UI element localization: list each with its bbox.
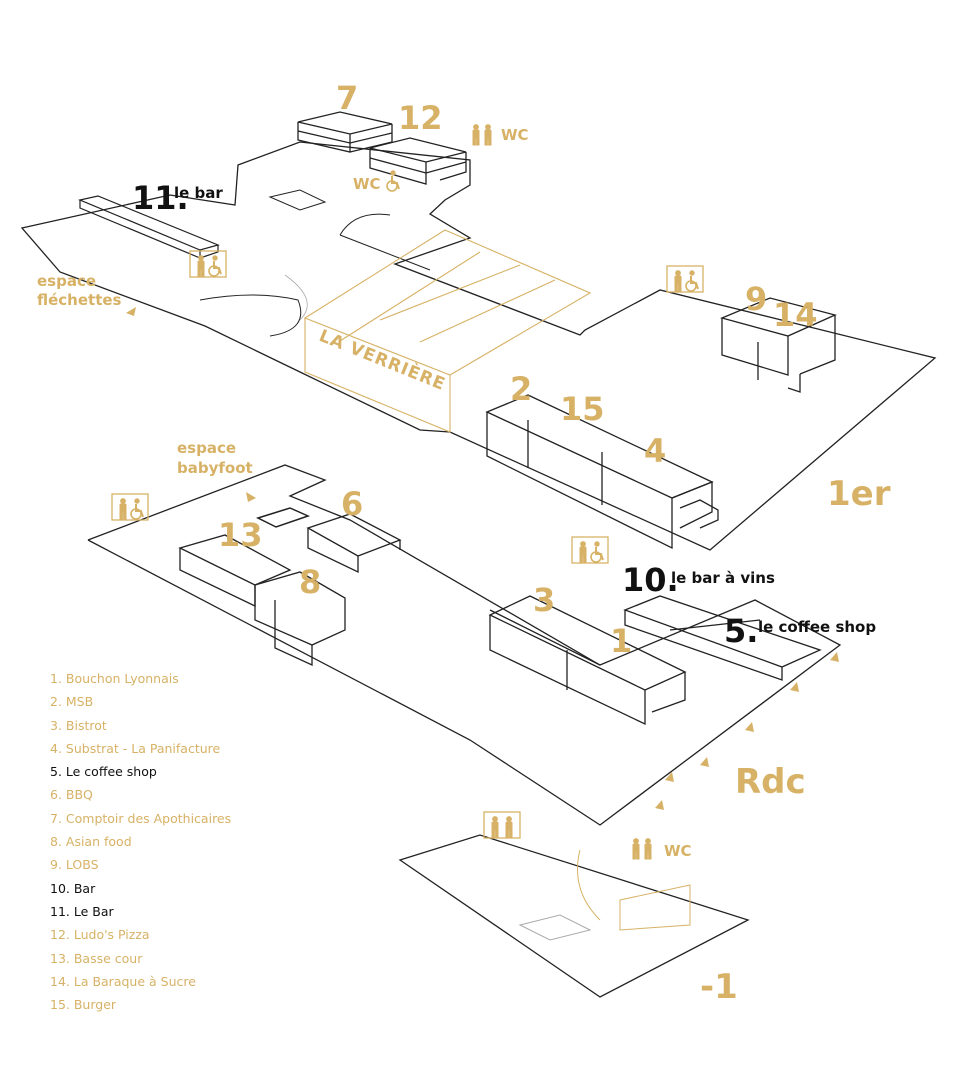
arrow-icon bbox=[126, 307, 136, 316]
venue-number-1: 1 bbox=[610, 622, 632, 660]
wc-label-top: WC bbox=[501, 126, 529, 144]
venue-number-4: 4 bbox=[644, 432, 666, 470]
accessible-icon bbox=[666, 265, 704, 293]
legend-item: 2. MSB bbox=[50, 694, 94, 710]
zone-flechettes-line1: espace bbox=[37, 272, 96, 290]
venue-number-15: 15 bbox=[560, 390, 605, 428]
venue-number-13: 13 bbox=[218, 516, 263, 554]
legend-item: 10. Bar bbox=[50, 880, 96, 896]
legend-item: 7. Comptoir des Apothicaires bbox=[50, 810, 232, 826]
legend-item: 9. LOBS bbox=[50, 857, 99, 873]
callout-le-bar-number: 11. bbox=[132, 179, 189, 217]
zone-babyfoot-line2: babyfoot bbox=[177, 459, 253, 477]
callout-bar-vins-text: le bar à vins bbox=[671, 569, 775, 587]
venue-number-14: 14 bbox=[773, 296, 818, 334]
toilet-icon bbox=[472, 124, 492, 146]
la-verriere-overlay bbox=[303, 229, 592, 433]
callout-le-bar-text: le bar bbox=[174, 184, 223, 202]
basement-floor bbox=[398, 834, 750, 998]
ground-floor bbox=[87, 464, 842, 826]
venue-number-9: 9 bbox=[745, 280, 767, 318]
floor-label-ground: Rdc bbox=[735, 762, 806, 802]
legend-item: 3. Bistrot bbox=[50, 717, 107, 733]
venue-legend: 1. Bouchon Lyonnais 2. MSB 3. Bistrot 4. Su… bbox=[50, 667, 231, 1016]
legend-item: 6. BBQ bbox=[50, 787, 93, 803]
legend-item: 1. Bouchon Lyonnais bbox=[50, 671, 179, 686]
venue-number-6: 6 bbox=[341, 485, 363, 523]
zone-flechettes-line2: fléchettes bbox=[37, 291, 122, 309]
wc-label-accessible: WC bbox=[353, 175, 381, 193]
legend-item: 4. Substrat - La Panifacture bbox=[50, 740, 221, 756]
legend-item: 12. Ludo's Pizza bbox=[50, 927, 150, 943]
wc-label-basement: WC bbox=[664, 842, 692, 860]
accessible-icon bbox=[189, 250, 227, 278]
venue-number-12: 12 bbox=[398, 99, 443, 137]
venue-number-8: 8 bbox=[299, 563, 321, 601]
legend-item: 14. La Baraque à Sucre bbox=[50, 973, 196, 989]
floor-label-basement: -1 bbox=[700, 967, 738, 1007]
venue-number-3: 3 bbox=[533, 581, 555, 619]
venue-number-2: 2 bbox=[510, 370, 532, 408]
ground-exit-arrows bbox=[655, 652, 839, 810]
toilet-icon bbox=[632, 838, 652, 860]
legend-item: 8. Asian food bbox=[50, 834, 132, 850]
zone-babyfoot-line1: espace bbox=[177, 439, 236, 457]
accessible-icon bbox=[111, 493, 149, 521]
floor-label-upper: 1er bbox=[827, 474, 891, 514]
callout-coffee-number: 5. bbox=[724, 612, 758, 650]
legend-item: 5. Le coffee shop bbox=[50, 764, 157, 780]
venue-number-7: 7 bbox=[336, 79, 358, 117]
callout-bar-vins-number: 10. bbox=[622, 561, 679, 599]
legend-item: 13. Basse cour bbox=[50, 950, 143, 966]
arrow-icon bbox=[246, 492, 256, 502]
callout-coffee-text: le coffee shop bbox=[758, 618, 876, 636]
accessible-icon bbox=[571, 536, 609, 564]
legend-item: 11. Le Bar bbox=[50, 903, 114, 919]
legend-item: 15. Burger bbox=[50, 997, 117, 1013]
toilet-icon bbox=[483, 811, 521, 839]
upper-floor bbox=[20, 111, 937, 551]
